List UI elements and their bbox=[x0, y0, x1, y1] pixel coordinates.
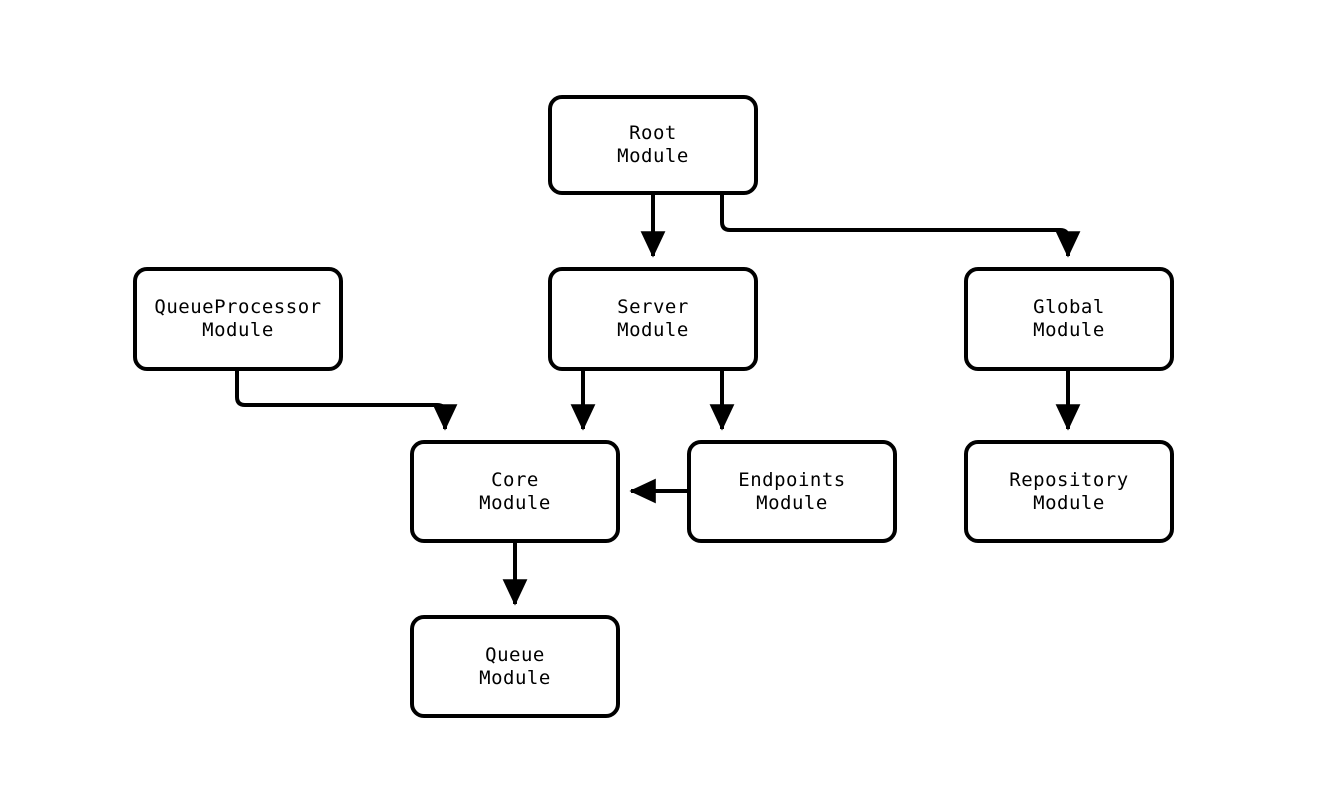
edge-root-to-global bbox=[720, 195, 1081, 258]
node-queueprocessor-label-line2: Module bbox=[202, 319, 274, 341]
node-repository-label-line1: Repository bbox=[1009, 468, 1129, 491]
node-global-label-line2: Module bbox=[1033, 319, 1105, 341]
node-queueprocessor-label-line1: QueueProcessor bbox=[154, 296, 322, 318]
node-root-label-line1: Root bbox=[629, 122, 677, 144]
node-root-label-line2: Module bbox=[617, 145, 689, 167]
node-core-label-line2: Module bbox=[479, 491, 551, 514]
node-core-label-line1: Core bbox=[491, 468, 539, 491]
node-endpoints-label-line2: Module bbox=[756, 491, 828, 514]
node-server-label-line2: Module bbox=[617, 319, 689, 341]
node-repository-label-line2: Module bbox=[1033, 491, 1105, 514]
edge-queueprocessor-to-core bbox=[235, 371, 458, 431]
node-queue-label-line1: Queue bbox=[485, 643, 545, 666]
node-server-label-line1: Server bbox=[617, 296, 689, 318]
node-queue-label-line2: Module bbox=[479, 666, 551, 689]
node-global-label-line1: Global bbox=[1033, 296, 1105, 318]
node-endpoints-label-line1: Endpoints bbox=[738, 468, 846, 491]
